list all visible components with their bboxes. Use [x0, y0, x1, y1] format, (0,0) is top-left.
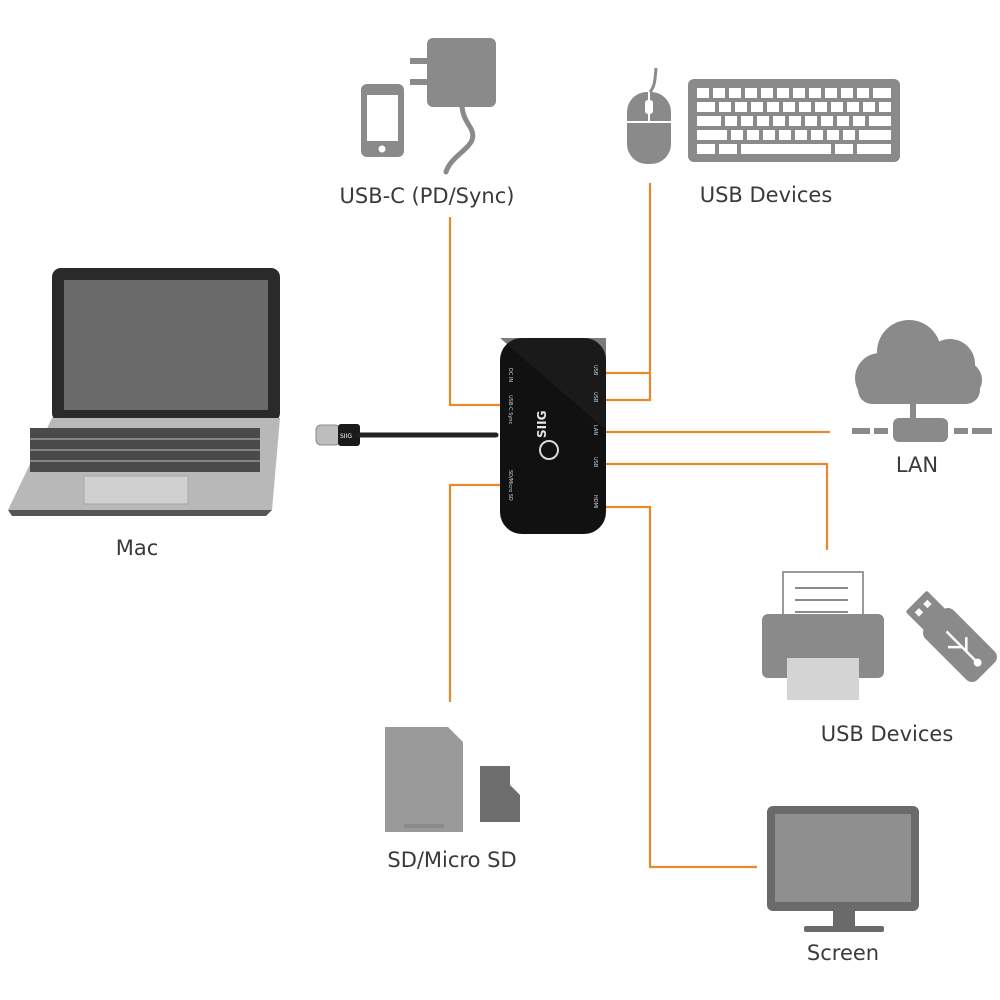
usb-c-hub: DC IN USB-C Sync SD/Micro SD USB USB LAN…: [500, 338, 606, 534]
label-lan: LAN: [896, 453, 938, 477]
cloud-network-icon: [852, 320, 992, 442]
hub-port-usb-1: USB: [592, 365, 598, 376]
hub-port-hdmi: HDMI: [592, 495, 598, 508]
line-usb-top: [605, 183, 652, 402]
connector-lines: [448, 183, 830, 869]
labels: USB-C (PD/Sync) USB Devices Mac LAN USB …: [116, 183, 954, 965]
label-screen: Screen: [807, 941, 879, 965]
phone-icon: [361, 84, 404, 157]
label-usb-devices-bottom: USB Devices: [821, 722, 954, 746]
hub-left-ports: DC IN USB-C Sync SD/Micro SD: [507, 368, 513, 501]
usb-c-cable: SIIG: [315, 424, 499, 446]
label-usb-devices-top: USB Devices: [700, 183, 833, 207]
monitor-icon: [767, 806, 919, 932]
siig-logo: SIIG: [535, 411, 559, 460]
line-usb-bottom: [605, 462, 829, 550]
hub-brand-text: SIIG: [535, 411, 549, 438]
hub-right-ports: USB USB LAN USB HDMI: [592, 365, 598, 508]
sd-card-icon: [385, 727, 463, 832]
hub-port-usb-2: USB: [592, 392, 598, 403]
usb-flash-drive-icon: [906, 591, 997, 682]
micro-sd-card-icon: [480, 766, 520, 822]
printer-icon: [762, 571, 884, 700]
laptop-icon: [8, 268, 280, 516]
hub-port-usb-3: USB: [592, 457, 598, 468]
label-usb-c: USB-C (PD/Sync): [340, 184, 515, 208]
power-adapter-icon: [410, 38, 496, 175]
label-sd: SD/Micro SD: [387, 848, 516, 872]
label-mac: Mac: [116, 536, 159, 560]
hub-port-lan: LAN: [592, 425, 598, 435]
mouse-icon: [627, 67, 671, 164]
plug-brand-text: SIIG: [340, 433, 352, 440]
line-sd: [448, 483, 500, 702]
keyboard-icon: [688, 79, 900, 162]
hub-port-dc-in: DC IN: [507, 368, 513, 382]
line-screen: [605, 505, 757, 869]
hub-port-sd: SD/Micro SD: [507, 470, 513, 501]
hub-port-usb-c-sync: USB-C Sync: [507, 395, 513, 424]
line-usb-c: [448, 217, 500, 407]
